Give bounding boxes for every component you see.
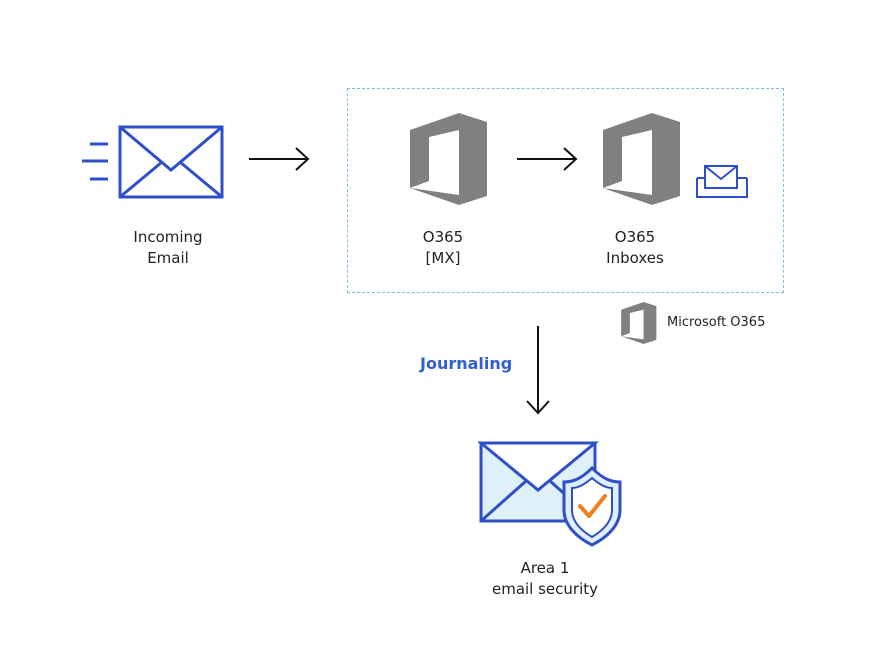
incoming-email-icon: [118, 125, 224, 199]
o365-mx-label: O365 [MX]: [422, 228, 464, 267]
journaling-label: Journaling: [420, 354, 513, 373]
inbox-tray-icon: [696, 165, 748, 198]
secure-email-icon: [478, 441, 622, 547]
o365-inboxes-label: O365 Inboxes: [606, 228, 664, 267]
microsoft-o365-boundary: [347, 88, 784, 293]
incoming-email-label: Incoming Email: [133, 228, 203, 267]
microsoft-o365-label: Microsoft O365: [667, 315, 766, 330]
arrow-down-icon: [526, 326, 550, 415]
speed-lines-icon: [82, 142, 108, 181]
area1-label: Area 1 email security: [491, 559, 599, 598]
arrow-right-icon: [517, 147, 578, 171]
office-logo-icon: [603, 113, 680, 205]
office-logo-icon: [410, 113, 487, 205]
arrow-right-icon: [249, 147, 310, 171]
office-logo-small-icon: [621, 302, 657, 344]
